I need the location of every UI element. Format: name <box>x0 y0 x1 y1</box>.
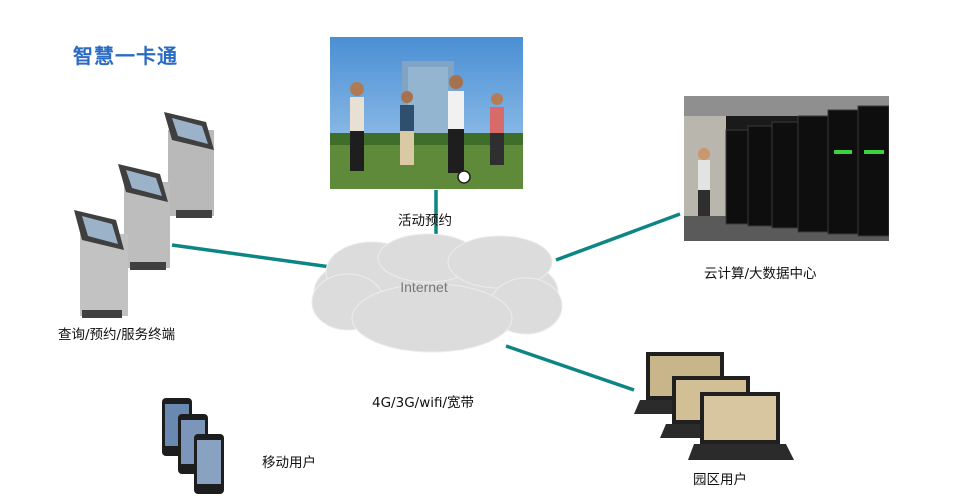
label-campus: 园区用户 <box>693 472 747 488</box>
campus-laptops <box>634 352 794 460</box>
label-mobile: 移动用户 <box>262 455 316 471</box>
label-cloud-center: 云计算/大数据中心 <box>704 266 817 282</box>
cloud-label: Internet <box>400 279 448 295</box>
kiosk-3 <box>164 112 214 218</box>
kiosk-1 <box>74 210 128 318</box>
link-terminal <box>171 243 339 270</box>
datacenter-photo <box>684 96 889 241</box>
kiosk-2 <box>118 164 170 270</box>
kiosk-terminals <box>74 112 214 318</box>
internet-cloud <box>311 233 563 353</box>
link-campus <box>505 344 635 392</box>
label-activity: 活动预约 <box>398 213 452 229</box>
activity-photo <box>330 37 523 189</box>
label-terminal: 查询/预约/服务终端 <box>58 327 176 343</box>
diagram-title: 智慧一卡通 <box>73 44 178 68</box>
link-datacenter <box>555 212 681 262</box>
mobile-phones <box>162 398 224 494</box>
connection-lines <box>171 190 681 392</box>
label-network: 4G/3G/wifi/宽带 <box>372 395 475 411</box>
